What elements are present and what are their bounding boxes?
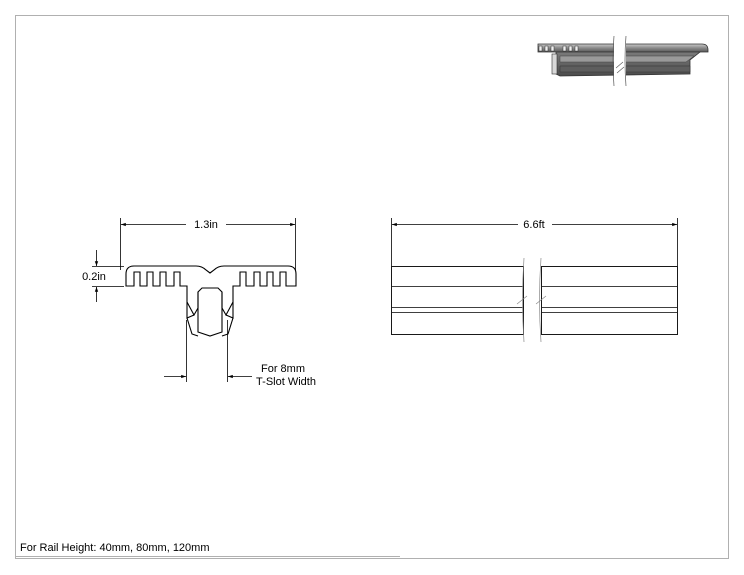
slot-note-line1: For 8mm (261, 363, 305, 375)
side-view (391, 257, 678, 343)
isometric-preview (537, 35, 709, 87)
length-label: 6.6ft (523, 219, 544, 231)
slot-width-dimension (164, 320, 252, 382)
width-label: 1.3in (194, 219, 218, 231)
rail-height-note: For Rail Height: 40mm, 80mm, 120mm (20, 542, 210, 554)
profile-cross-section (125, 265, 297, 337)
height-dimension (92, 250, 124, 302)
height-label: 0.2in (82, 271, 106, 283)
sheet-border (15, 15, 729, 559)
length-dimension (391, 218, 678, 266)
slot-note-line2: T-Slot Width (256, 376, 316, 388)
width-dimension (120, 218, 296, 270)
